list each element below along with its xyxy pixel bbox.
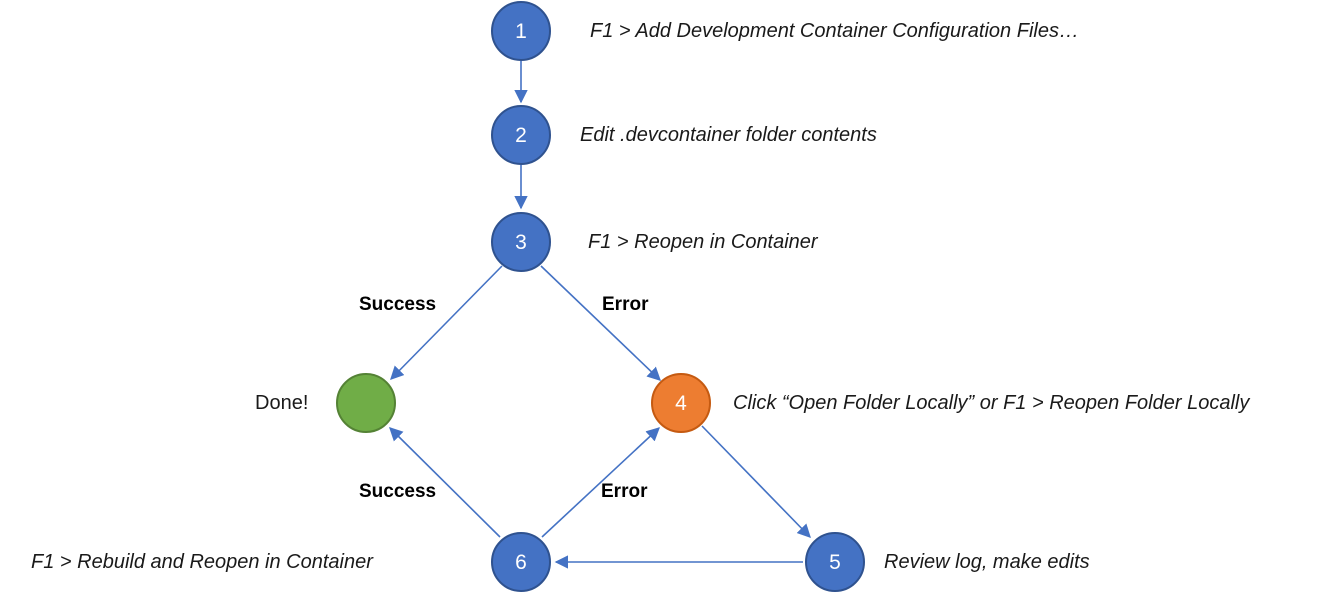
annotation-node-5: Review log, make edits <box>884 551 1090 573</box>
edge-6-to-done <box>389 427 501 538</box>
node-3-number: 3 <box>515 230 527 254</box>
edge-3-to-done <box>390 265 503 380</box>
edge-label-success-bottom: Success <box>359 481 437 502</box>
annotation-node-done: Done! <box>255 392 309 414</box>
edge-label-success-top: Success <box>359 294 437 315</box>
annotation-node-2: Edit .devcontainer folder contents <box>580 124 877 146</box>
node-5: 5 <box>805 532 865 592</box>
node-1: 1 <box>491 1 551 61</box>
edge-label-error-top: Error <box>602 294 649 315</box>
edge-label-error-bottom: Error <box>601 481 648 502</box>
node-6-number: 6 <box>515 550 527 574</box>
node-4-number: 4 <box>675 391 687 415</box>
edge-4-to-5 <box>701 425 811 538</box>
edge-3-to-4 <box>540 265 661 381</box>
node-3: 3 <box>491 212 551 272</box>
node-done <box>336 373 396 433</box>
node-6: 6 <box>491 532 551 592</box>
node-4: 4 <box>651 373 711 433</box>
annotation-node-4: Click “Open Folder Locally” or F1 > Reop… <box>733 392 1250 414</box>
annotation-node-3: F1 > Reopen in Container <box>588 231 818 253</box>
annotation-node-6: F1 > Rebuild and Reopen in Container <box>31 551 373 573</box>
node-2-number: 2 <box>515 123 527 147</box>
annotation-node-1: F1 > Add Development Container Configura… <box>590 20 1079 42</box>
node-1-number: 1 <box>515 19 527 43</box>
edge-6-to-4 <box>541 427 660 538</box>
node-5-number: 5 <box>829 550 841 574</box>
node-2: 2 <box>491 105 551 165</box>
